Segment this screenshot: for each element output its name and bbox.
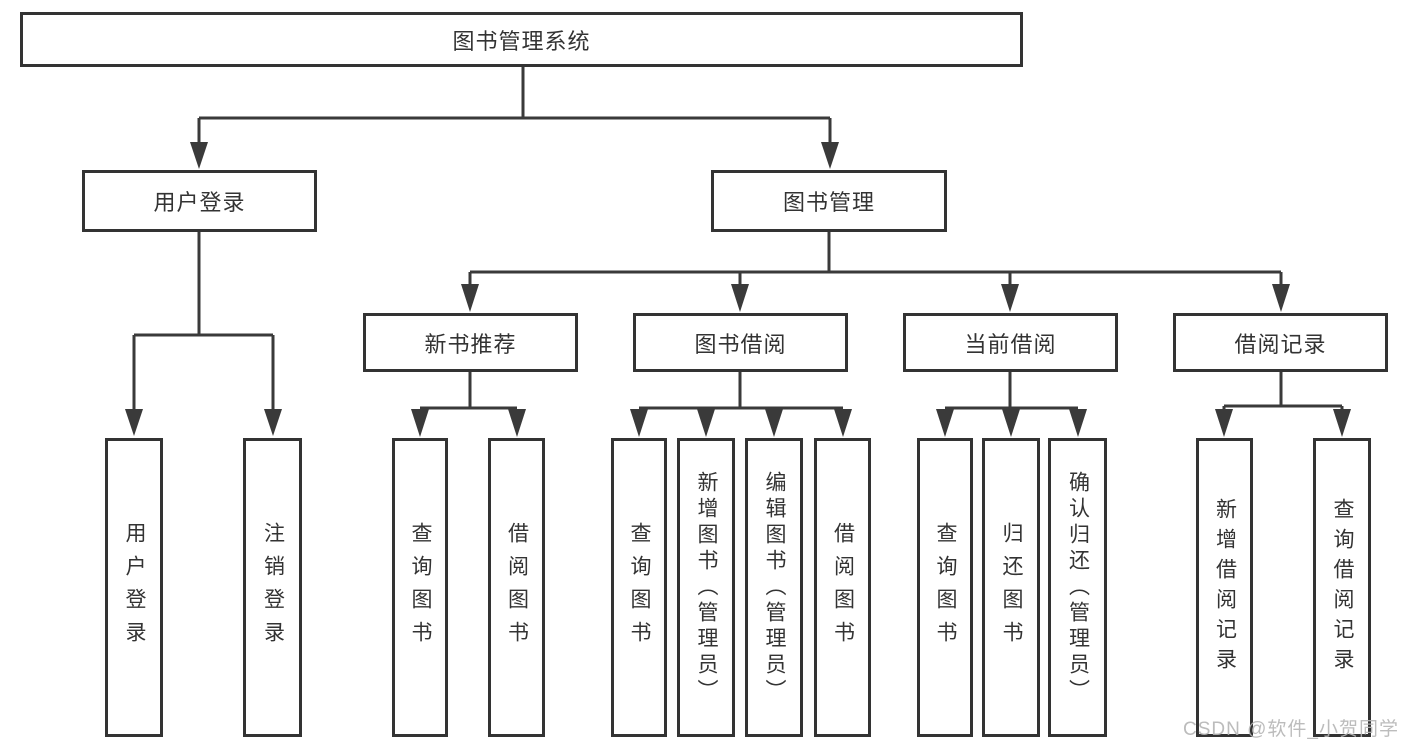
node-label: 图书管理系统 bbox=[452, 28, 591, 54]
node-label: 查询图书 bbox=[934, 521, 957, 654]
connector-bookmgmt-to-level3 bbox=[461, 232, 1290, 312]
connector-userlogin-to-leaves bbox=[125, 232, 282, 436]
node-label: 新书推荐 bbox=[424, 331, 517, 357]
leaf-query-borrow-record: 查询借阅记录 bbox=[1313, 438, 1371, 737]
node-label: 查询图书 bbox=[628, 521, 651, 654]
node-borrowing-records: 借阅记录 bbox=[1173, 313, 1388, 372]
connector-newbookrec-to-leaves bbox=[411, 372, 526, 437]
leaf-add-borrow-record: 新增借阅记录 bbox=[1196, 438, 1253, 737]
node-label: 归还图书 bbox=[1000, 521, 1023, 654]
node-new-book-recommendation: 新书推荐 bbox=[363, 313, 578, 372]
node-user-login: 用户登录 bbox=[82, 170, 317, 232]
leaf-logout: 注销登录 bbox=[243, 438, 302, 737]
node-label: 用户登录 bbox=[123, 521, 146, 654]
leaf-query-books-3: 查询图书 bbox=[917, 438, 973, 737]
leaf-add-books-admin: 新增图书（管理员） bbox=[677, 438, 735, 737]
leaf-borrow-books-2: 借阅图书 bbox=[814, 438, 871, 737]
node-label: 确认归还（管理员） bbox=[1066, 470, 1090, 705]
node-label: 新增借阅记录 bbox=[1213, 497, 1237, 678]
node-label: 查询图书 bbox=[409, 521, 432, 654]
node-label: 用户登录 bbox=[153, 190, 246, 215]
leaf-confirm-return-admin: 确认归还（管理员） bbox=[1048, 438, 1107, 737]
node-label: 图书借阅 bbox=[694, 331, 787, 357]
node-library-management-system: 图书管理系统 bbox=[20, 12, 1023, 67]
node-label: 新增图书（管理员） bbox=[695, 470, 718, 705]
node-book-borrowing: 图书借阅 bbox=[633, 313, 848, 372]
leaf-edit-books-admin: 编辑图书（管理员） bbox=[745, 438, 803, 737]
leaf-return-books: 归还图书 bbox=[982, 438, 1040, 737]
leaf-borrow-books-1: 借阅图书 bbox=[488, 438, 545, 737]
node-book-management: 图书管理 bbox=[711, 170, 947, 232]
node-label: 查询借阅记录 bbox=[1331, 497, 1354, 678]
node-label: 借阅图书 bbox=[831, 521, 855, 654]
connector-root-to-level2 bbox=[190, 67, 839, 169]
node-label: 注销登录 bbox=[261, 521, 285, 654]
node-label: 编辑图书（管理员） bbox=[763, 470, 786, 705]
leaf-query-books-2: 查询图书 bbox=[611, 438, 667, 737]
node-label: 当前借阅 bbox=[964, 331, 1057, 357]
connector-borrowrecords-to-leaves bbox=[1215, 372, 1351, 437]
csdn-watermark: CSDN @软件_小贺同学 bbox=[1183, 719, 1399, 740]
connector-bookborrow-to-leaves bbox=[630, 372, 852, 437]
node-label: 借阅图书 bbox=[505, 521, 529, 654]
node-label: 图书管理 bbox=[782, 190, 875, 215]
leaf-query-books-1: 查询图书 bbox=[392, 438, 448, 737]
leaf-user-login: 用户登录 bbox=[105, 438, 163, 737]
node-current-borrowing: 当前借阅 bbox=[903, 313, 1118, 372]
connector-currentborrow-to-leaves bbox=[936, 372, 1087, 437]
node-label: 借阅记录 bbox=[1234, 331, 1327, 357]
